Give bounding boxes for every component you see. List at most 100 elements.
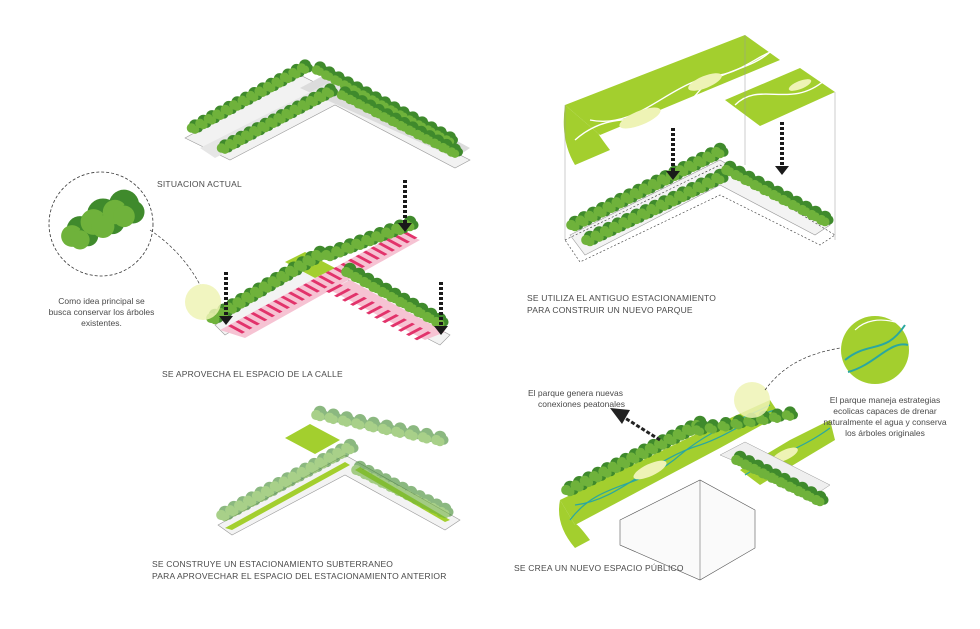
park-roof-panel <box>565 35 780 135</box>
note-ecological-strategies: El parque maneja estrategias ecolicas ca… <box>810 395 960 439</box>
park-roof-curve <box>563 105 610 165</box>
tree-icon <box>575 211 593 227</box>
lime-edge <box>225 462 350 530</box>
note-line: naturalmente el agua y conserva <box>823 417 947 427</box>
tree-icon <box>262 77 280 93</box>
water-channel <box>854 319 896 331</box>
panel-new-park <box>563 35 836 263</box>
down-arrow-icon <box>775 122 789 175</box>
panel-street-space <box>48 171 451 346</box>
roof-oval <box>688 73 722 91</box>
arrow-head <box>398 223 412 232</box>
crosswalk-stripe <box>325 271 343 281</box>
crosswalk-stripe <box>258 308 275 318</box>
crosswalk-stripe <box>250 312 268 322</box>
tree-icon <box>377 419 396 436</box>
tree-icon <box>321 83 338 98</box>
crosswalk-stripe <box>326 284 343 293</box>
focus-circle <box>734 382 770 418</box>
crosswalk-stripe <box>310 279 328 289</box>
note-line: ecolicas capaces de drenar <box>833 406 937 416</box>
callout-line <box>149 229 201 286</box>
park-roof-panel <box>725 68 835 126</box>
crosswalk-stripe <box>390 318 407 328</box>
tree-icon <box>768 408 786 424</box>
crosswalk-stripe <box>273 299 290 309</box>
down-arrow-icon <box>666 128 680 180</box>
connection-arrow-line <box>624 416 661 442</box>
focus-circle <box>185 284 221 320</box>
tree-icon <box>341 438 359 455</box>
tree-icon <box>241 287 259 304</box>
crosswalk-stripe <box>398 322 415 332</box>
tree-icon <box>711 142 729 159</box>
crosswalk-stripe <box>318 275 335 285</box>
roof-wave <box>734 79 826 106</box>
tree-icon <box>816 210 834 227</box>
water-channel <box>844 324 906 361</box>
tree-icon <box>351 414 369 430</box>
down-arrow-icon <box>398 180 412 232</box>
caption-line: PARA APROVECHAR EL ESPACIO DEL ESTACIONA… <box>152 571 447 581</box>
tree-icon <box>629 183 647 200</box>
tree-icon <box>232 292 250 309</box>
crosswalk-stripe <box>265 303 283 314</box>
crosswalk-stripe <box>366 305 383 315</box>
crosswalk-stripe <box>235 320 253 330</box>
crosswalk-stripe <box>374 309 391 319</box>
tree-icon <box>364 416 382 433</box>
roof-oval <box>619 107 661 129</box>
tree-icon <box>431 430 449 447</box>
caption-line: SE CONSTRUYE UN ESTACIONAMIENTO SUBTERRA… <box>152 559 394 569</box>
crosswalk-stripe <box>280 295 298 305</box>
crosswalk-stripe <box>382 314 399 324</box>
crosswalk-stripe <box>288 291 305 301</box>
crosswalk-area <box>330 280 445 340</box>
crosswalk-stripe <box>358 301 375 311</box>
crosswalk-stripe <box>363 250 380 260</box>
caption-street-space: SE APROVECHA EL ESPACIO DE LA CALLE <box>162 369 343 379</box>
tree-icon <box>691 421 708 436</box>
crosswalk-stripe <box>348 258 365 268</box>
tree-icon <box>446 143 463 158</box>
water-magnifier <box>841 316 909 384</box>
crosswalk-stripe <box>243 316 260 326</box>
crosswalk-stripe <box>406 327 423 336</box>
crosswalk-stripe <box>295 287 313 297</box>
tree-icon <box>730 414 747 430</box>
crosswalk-stripe <box>334 288 351 298</box>
panel-current-situation <box>184 59 471 169</box>
tree-cluster <box>61 189 145 250</box>
tree-icon <box>323 448 341 464</box>
callout-line <box>764 347 841 391</box>
note-pedestrian-connections: El parque genera nuevas conexiones peato… <box>528 388 625 410</box>
caption-line: PARA CONSTRUIR UN NUEVO PARQUE <box>527 305 693 315</box>
crosswalk-stripe <box>342 292 359 302</box>
crosswalk-stripe <box>370 246 388 256</box>
caption-current-situation: SITUACION ACTUAL <box>157 179 242 189</box>
tree-row <box>186 59 463 158</box>
caption-new-public-space: SE CREA UN NUEVO ESPACIO PÚBLICO <box>514 563 684 573</box>
caption-underground-parking: SE CONSTRUYE UN ESTACIONAMIENTO SUBTERRA… <box>152 558 447 582</box>
crosswalk-stripe <box>303 283 320 293</box>
tree-icon <box>279 68 297 84</box>
crosswalk-stripe <box>355 254 373 264</box>
note-preserve-trees: Como idea principal se busca conservar l… <box>44 296 159 329</box>
crosswalk-stripe <box>414 331 431 341</box>
arrow-head <box>666 171 680 180</box>
crosswalk-stripe <box>385 238 403 248</box>
panel-underground-parking <box>216 405 461 536</box>
crosswalk-stripe <box>393 234 410 244</box>
note-line: Como idea principal se <box>58 296 145 306</box>
note-line: busca conservar los árboles <box>48 307 155 317</box>
down-arrow-icon <box>219 272 233 325</box>
tree-icon <box>683 156 702 172</box>
tree-icon <box>811 490 829 507</box>
tree-icon <box>644 438 663 455</box>
tree-icon <box>581 230 599 247</box>
tree-icon <box>436 502 454 519</box>
tree-icon <box>102 189 145 228</box>
tree-row <box>206 215 449 329</box>
parking-outline <box>564 164 836 263</box>
